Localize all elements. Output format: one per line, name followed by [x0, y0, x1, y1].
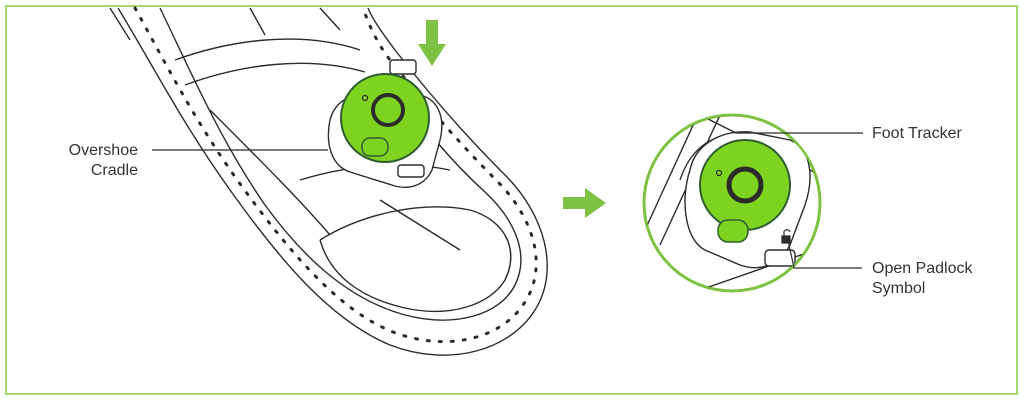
- foot-tracker-label: Foot Tracker: [872, 125, 962, 142]
- overshoe-cradle-label-line1: Overshoe: [68, 142, 138, 159]
- down-arrow-icon: [418, 20, 446, 66]
- zoom-detail: [642, 113, 822, 293]
- open-padlock-label-line1: Open Padlock: [872, 260, 973, 277]
- shoe-illustration: [109, 6, 548, 356]
- open-padlock-icon: [781, 229, 791, 244]
- right-arrow-icon: [563, 188, 606, 218]
- open-padlock-label: Open Padlock Symbol: [872, 259, 973, 299]
- foot-tracker-on-shoe: [340, 73, 430, 163]
- diagram-frame: [5, 5, 1018, 395]
- overshoe-cradle-label: Overshoe Cradle: [40, 141, 138, 181]
- open-padlock-label-line2: Symbol: [872, 280, 926, 297]
- overshoe-cradle-label-line2: Cradle: [90, 162, 138, 179]
- leader-lines: [152, 132, 863, 269]
